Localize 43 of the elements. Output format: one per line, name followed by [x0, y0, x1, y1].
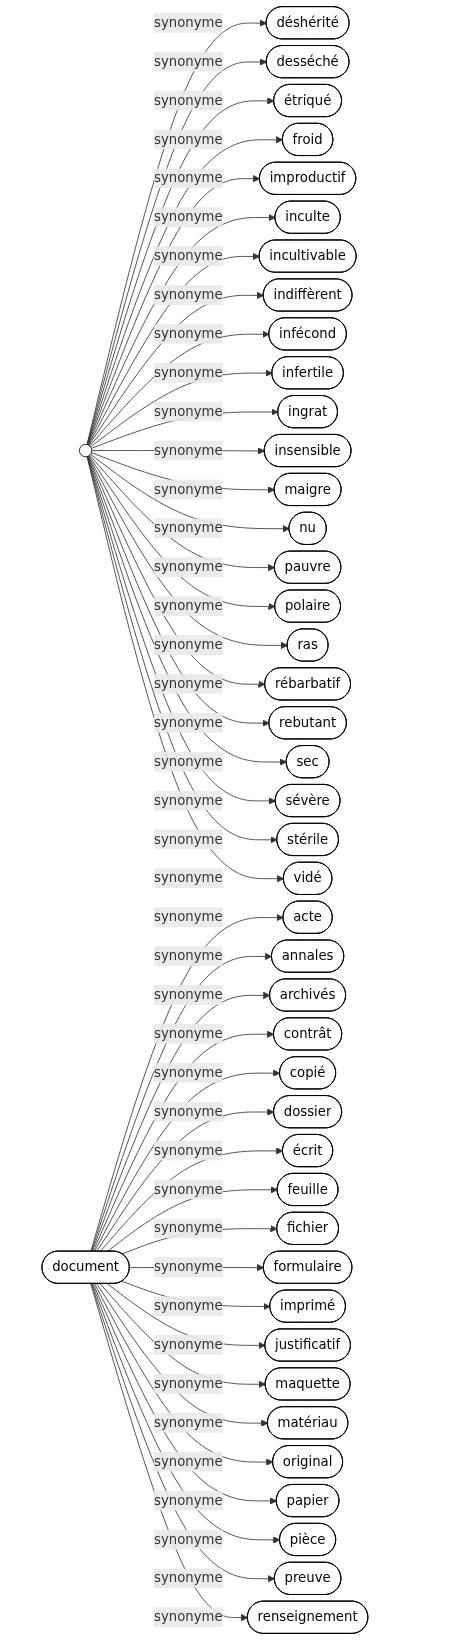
edge-label: synonyme [154, 208, 223, 225]
edge-label: synonyme [154, 1025, 223, 1042]
edge-label: synonyme [154, 1103, 223, 1120]
edge-label: synonyme [154, 714, 223, 731]
edge-label: synonyme [154, 1297, 223, 1314]
edge-label: synonyme [154, 1608, 223, 1625]
edge-label: synonyme [154, 403, 223, 420]
edge-label: synonyme [154, 947, 223, 964]
edge-label: synonyme [154, 442, 223, 458]
edge-label: synonyme [154, 14, 223, 31]
edge-label: synonyme [154, 53, 223, 70]
edge-label: synonyme [154, 675, 223, 692]
edge-label: synonyme [154, 1220, 223, 1236]
edge-label: synonyme [154, 1064, 223, 1081]
edge-label: synonyme [154, 831, 223, 847]
edge-label: synonyme [154, 1336, 223, 1353]
edge-label: synonyme [154, 908, 223, 925]
edge-label: synonyme [154, 1414, 223, 1431]
edge-label: synonyme [154, 1375, 223, 1392]
edge-label: synonyme [154, 1570, 223, 1586]
edge-label: synonyme [154, 170, 223, 186]
edge-label: synonyme [154, 520, 223, 536]
edge-label: synonyme [154, 92, 223, 108]
edge-label: synonyme [154, 325, 223, 342]
edge-label: synonyme [154, 481, 223, 497]
edge-label: synonyme [154, 558, 223, 575]
edge-label: synonyme [154, 597, 223, 614]
edge-label: synonyme [154, 247, 223, 264]
edge-label: synonyme [154, 286, 223, 303]
edge-label: synonyme [154, 1492, 223, 1509]
edge-label: synonyme [154, 1453, 223, 1470]
edge-label: synonyme [154, 364, 223, 381]
edge-label: synonyme [154, 870, 223, 886]
node-circle [79, 443, 93, 458]
edge-label: synonyme [154, 986, 223, 1003]
edge-label: synonyme [154, 1531, 223, 1547]
edge-label: synonyme [154, 792, 223, 808]
edge-label: synonyme [154, 1142, 223, 1159]
edge-label: synonyme [154, 1181, 223, 1197]
edge-label: synonyme [154, 131, 223, 147]
edge-label: synonyme [154, 636, 223, 653]
edge-label: synonyme [154, 753, 223, 770]
edge-label: synonyme [154, 1258, 223, 1275]
